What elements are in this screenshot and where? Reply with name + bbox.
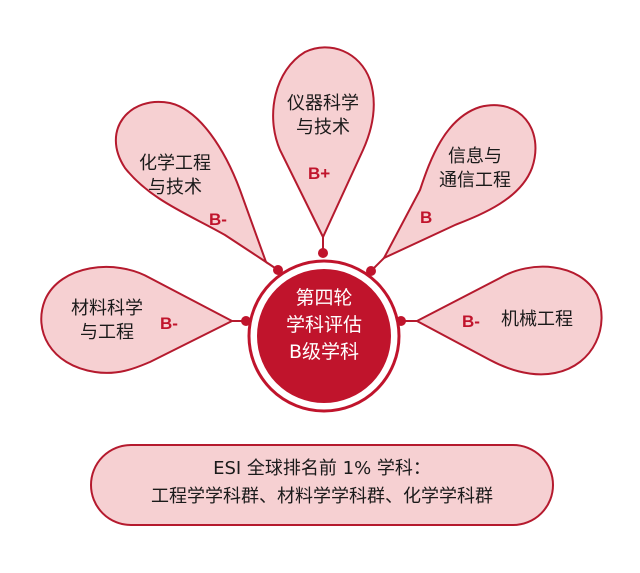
petal-materials-label: 材料科学 与工程	[62, 297, 152, 345]
petal-information-shape	[366, 104, 537, 276]
petal-instrument-grade: B+	[308, 164, 331, 183]
center-title: 第四轮 学科评估 B级学科	[264, 285, 384, 366]
petal-chemical-line1: 化学工程	[139, 153, 211, 174]
petal-instrument-line2: 与技术	[296, 117, 350, 138]
petal-instrument-shape	[272, 46, 375, 258]
petal-materials-line1: 材料科学	[71, 298, 143, 319]
petal-information-line1: 信息与	[448, 146, 502, 167]
center-circle-shape	[247, 259, 401, 413]
center-line1: 第四轮	[295, 287, 353, 309]
petal-materials-shape	[40, 266, 251, 374]
petal-chemical-line2: 与技术	[148, 177, 202, 198]
petal-information-grade: B	[420, 208, 433, 227]
petal-chemical-label: 化学工程 与技术	[130, 152, 220, 200]
petal-information-label: 信息与 通信工程	[430, 145, 520, 193]
petal-materials-line2: 与工程	[80, 322, 134, 343]
center-line3: B级学科	[288, 341, 360, 363]
center-line2: 学科评估	[285, 314, 362, 336]
petal-mechanical-line1: 机械工程	[501, 309, 573, 330]
esi-line1: ESI 全球排名前 1% 学科：	[213, 458, 431, 479]
petal-mechanical-grade: B-	[462, 312, 480, 331]
petal-chemical-grade: B-	[209, 210, 227, 229]
petal-information-line2: 通信工程	[439, 170, 511, 191]
esi-box: ESI 全球排名前 1% 学科： 工程学学科群、材料学学科群、化学学科群	[90, 444, 554, 526]
petal-chemical-shape	[114, 100, 283, 275]
petal-materials-grade: B-	[160, 314, 178, 333]
petal-instrument-line1: 仪器科学	[287, 93, 359, 114]
petal-instrument-label: 仪器科学 与技术	[278, 92, 368, 140]
petal-mechanical-label: 机械工程	[492, 308, 582, 332]
esi-line2: 工程学学科群、材料学学科群、化学学科群	[151, 486, 493, 507]
